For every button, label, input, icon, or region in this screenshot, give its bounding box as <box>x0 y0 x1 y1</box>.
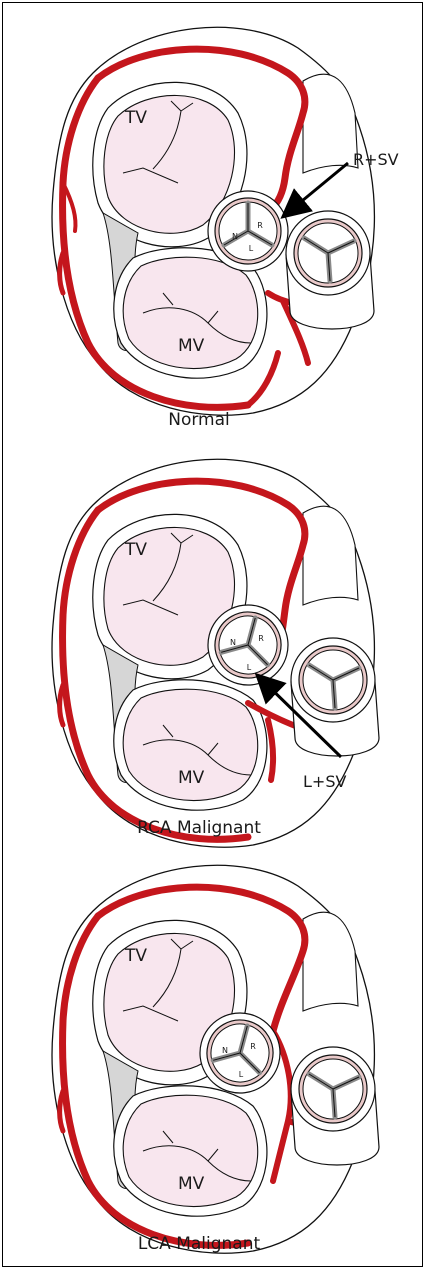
cusp-r-label: R <box>258 634 264 643</box>
panel-rca-malignant: TV MV R N L L+SV RCA Malignant <box>52 459 379 847</box>
cusp-l-label: L <box>247 663 252 672</box>
panel-normal: TV MV R N L R+SV Normal <box>52 27 399 430</box>
caption: LCA Malignant <box>138 1234 261 1254</box>
tv-label: TV <box>124 946 147 966</box>
mv-label: MV <box>178 1174 205 1194</box>
cusp-l-label: L <box>239 1070 244 1079</box>
cusp-l-label: L <box>249 244 254 253</box>
tv-label: TV <box>124 108 147 128</box>
cusp-n-label: N <box>232 232 238 241</box>
tv-label: TV <box>124 540 147 560</box>
panel-lca-malignant: TV MV R N L LCA Malignant <box>52 865 379 1254</box>
heart-diagram: TV MV R N L R+SV Normal TV MV R N L L+SV… <box>3 3 424 1268</box>
pulmonary-valve <box>291 638 379 756</box>
mv-label: MV <box>178 336 205 356</box>
cusp-r-label: R <box>250 1042 256 1051</box>
aortic-valve <box>208 191 288 271</box>
cusp-r-label: R <box>257 221 263 230</box>
caption: RCA Malignant <box>137 818 261 838</box>
pulmonary-valve <box>286 211 374 329</box>
arrow-label: R+SV <box>353 150 399 169</box>
mv-label: MV <box>178 768 205 788</box>
arrow-label: L+SV <box>303 772 346 791</box>
caption: Normal <box>168 410 230 430</box>
cusp-n-label: N <box>230 638 236 647</box>
cusp-n-label: N <box>222 1046 228 1055</box>
pulmonary-valve <box>291 1047 379 1165</box>
